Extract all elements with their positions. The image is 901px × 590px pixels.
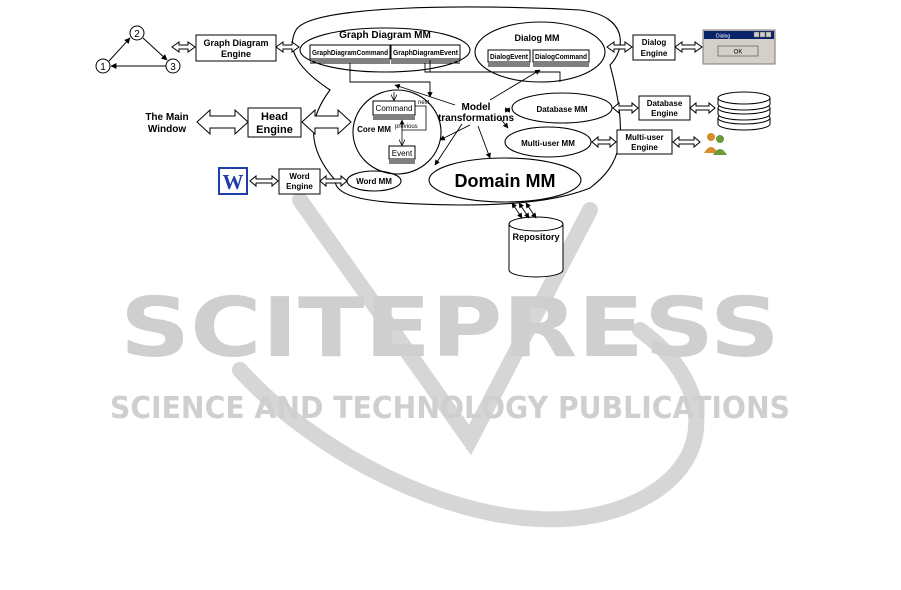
watermark-brand: SCITEPRESS	[120, 281, 780, 376]
block-arrow-muengine-to-users	[672, 135, 701, 149]
svg-text:Core MM: Core MM	[357, 125, 391, 134]
svg-text:Repository: Repository	[512, 232, 559, 242]
database-engine: Database Engine	[638, 95, 691, 121]
database-stack-icon	[717, 91, 771, 131]
svg-text:DialogEvent: DialogEvent	[490, 54, 529, 61]
graph-node-1	[95, 58, 111, 74]
svg-text:Engine: Engine	[651, 109, 678, 118]
svg-text:previous: previous	[395, 124, 418, 130]
svg-text:Engine: Engine	[641, 49, 668, 58]
dialog-close-icon	[765, 31, 772, 38]
word-mm-label: Word MM	[356, 177, 392, 186]
domain-mm-ellipse	[428, 157, 582, 203]
watermark-swoosh	[232, 192, 705, 528]
svg-text:Engine: Engine	[286, 182, 313, 191]
svg-text:Multi-user: Multi-user	[625, 133, 663, 142]
svg-text:W: W	[223, 170, 244, 194]
block-arrow-mainwindow-to-head	[196, 108, 249, 136]
core-mm: Core MM Command Event next previous	[357, 92, 430, 164]
block-arrow-graph-to-engine	[171, 41, 196, 53]
database-mm-ellipse	[511, 92, 613, 124]
svg-text:Model: Model	[462, 102, 491, 113]
multi-user-mm-ellipse	[504, 126, 592, 158]
svg-text:Dialog MM: Dialog MM	[515, 33, 560, 43]
svg-text:Engine: Engine	[256, 124, 293, 136]
svg-text:Graph Diagram: Graph Diagram	[203, 38, 268, 48]
block-arrow-mumm-to-engine	[591, 135, 617, 149]
sample-graph: 2 1 3	[95, 25, 181, 74]
dialog-ok-button	[717, 45, 759, 57]
graph-diagram-engine: Graph Diagram Engine	[195, 34, 277, 62]
block-arrows	[171, 41, 716, 188]
outer-boundary-blob	[291, 6, 621, 206]
svg-text:DialogCommand: DialogCommand	[535, 54, 587, 61]
svg-text:transformations: transformations	[438, 113, 515, 124]
graph-diagram-mm-ellipse	[299, 27, 471, 73]
block-arrow-dbengine-to-db	[689, 101, 716, 115]
svg-text:Database: Database	[647, 99, 683, 108]
svg-text:Head: Head	[261, 111, 288, 123]
svg-text:Dialog: Dialog	[716, 34, 730, 40]
scitepress-watermark: SCITEPRESS SCIENCE AND TECHNOLOGY PUBLIC…	[110, 192, 790, 528]
repository-cylinder: Repository	[508, 216, 564, 278]
graph-node-2-label: 2	[134, 29, 140, 40]
graph-node-1-label: 1	[100, 62, 106, 73]
dialog-maximize-icon	[759, 31, 766, 38]
svg-text:Dialog: Dialog	[642, 38, 667, 47]
graph-diagram-mm: Graph Diagram MM GraphDiagramCommand Gra…	[309, 30, 461, 64]
domain-mm-label: Domain MM	[455, 171, 556, 191]
graph-node-2	[129, 25, 145, 41]
svg-text:Event: Event	[392, 149, 413, 158]
block-arrow-head-to-core	[301, 108, 352, 136]
multi-user-mm-label: Multi-user MM	[521, 139, 575, 148]
svg-text:next: next	[418, 100, 430, 106]
word-logo-icon: W	[218, 167, 248, 195]
svg-text:OK: OK	[734, 50, 743, 56]
svg-text:GraphDiagramEvent: GraphDiagramEvent	[393, 50, 459, 57]
word-engine: Word Engine	[278, 168, 321, 195]
database-mm-label: Database MM	[536, 105, 587, 114]
multi-user-engine: Multi-user Engine	[616, 129, 673, 155]
dialog-engine: Dialog Engine	[632, 34, 676, 61]
svg-text:Engine: Engine	[221, 49, 251, 59]
svg-text:Engine: Engine	[631, 143, 658, 152]
svg-text:The Main: The Main	[145, 112, 188, 123]
svg-text:Command: Command	[376, 104, 413, 113]
svg-text:Graph Diagram MM: Graph Diagram MM	[339, 30, 431, 41]
svg-text:Window: Window	[148, 124, 186, 135]
block-arrow-dbmm-to-engine	[612, 101, 639, 115]
svg-text:GraphDiagramCommand: GraphDiagramCommand	[312, 50, 388, 57]
dialog-minimize-icon	[753, 31, 760, 38]
svg-text:Word: Word	[289, 172, 309, 181]
core-mm-ellipse	[352, 89, 442, 175]
block-arrow-engine-to-gdmm	[275, 41, 300, 53]
block-arrow-engine-to-dialogwindow	[674, 41, 703, 53]
block-arrow-dialogmm-to-engine	[606, 41, 633, 53]
main-window-label: The Main Window	[145, 112, 188, 135]
word-mm-ellipse	[346, 170, 402, 192]
block-arrow-wordlogo-to-engine	[249, 174, 279, 188]
repository-arrows	[511, 202, 537, 219]
graph-node-3-label: 3	[170, 62, 176, 73]
head-engine: Head Engine	[247, 107, 302, 138]
connector-lines	[349, 60, 561, 166]
users-icon	[704, 133, 727, 155]
dialog-window-thumbnail: Dialog OK	[702, 29, 776, 65]
dialog-mm: Dialog MM DialogEvent DialogCommand	[487, 33, 590, 67]
model-transformations-label: Model transformations	[438, 102, 515, 124]
dialog-mm-ellipse	[474, 21, 606, 83]
watermark-tagline: SCIENCE AND TECHNOLOGY PUBLICATIONS	[110, 391, 790, 426]
